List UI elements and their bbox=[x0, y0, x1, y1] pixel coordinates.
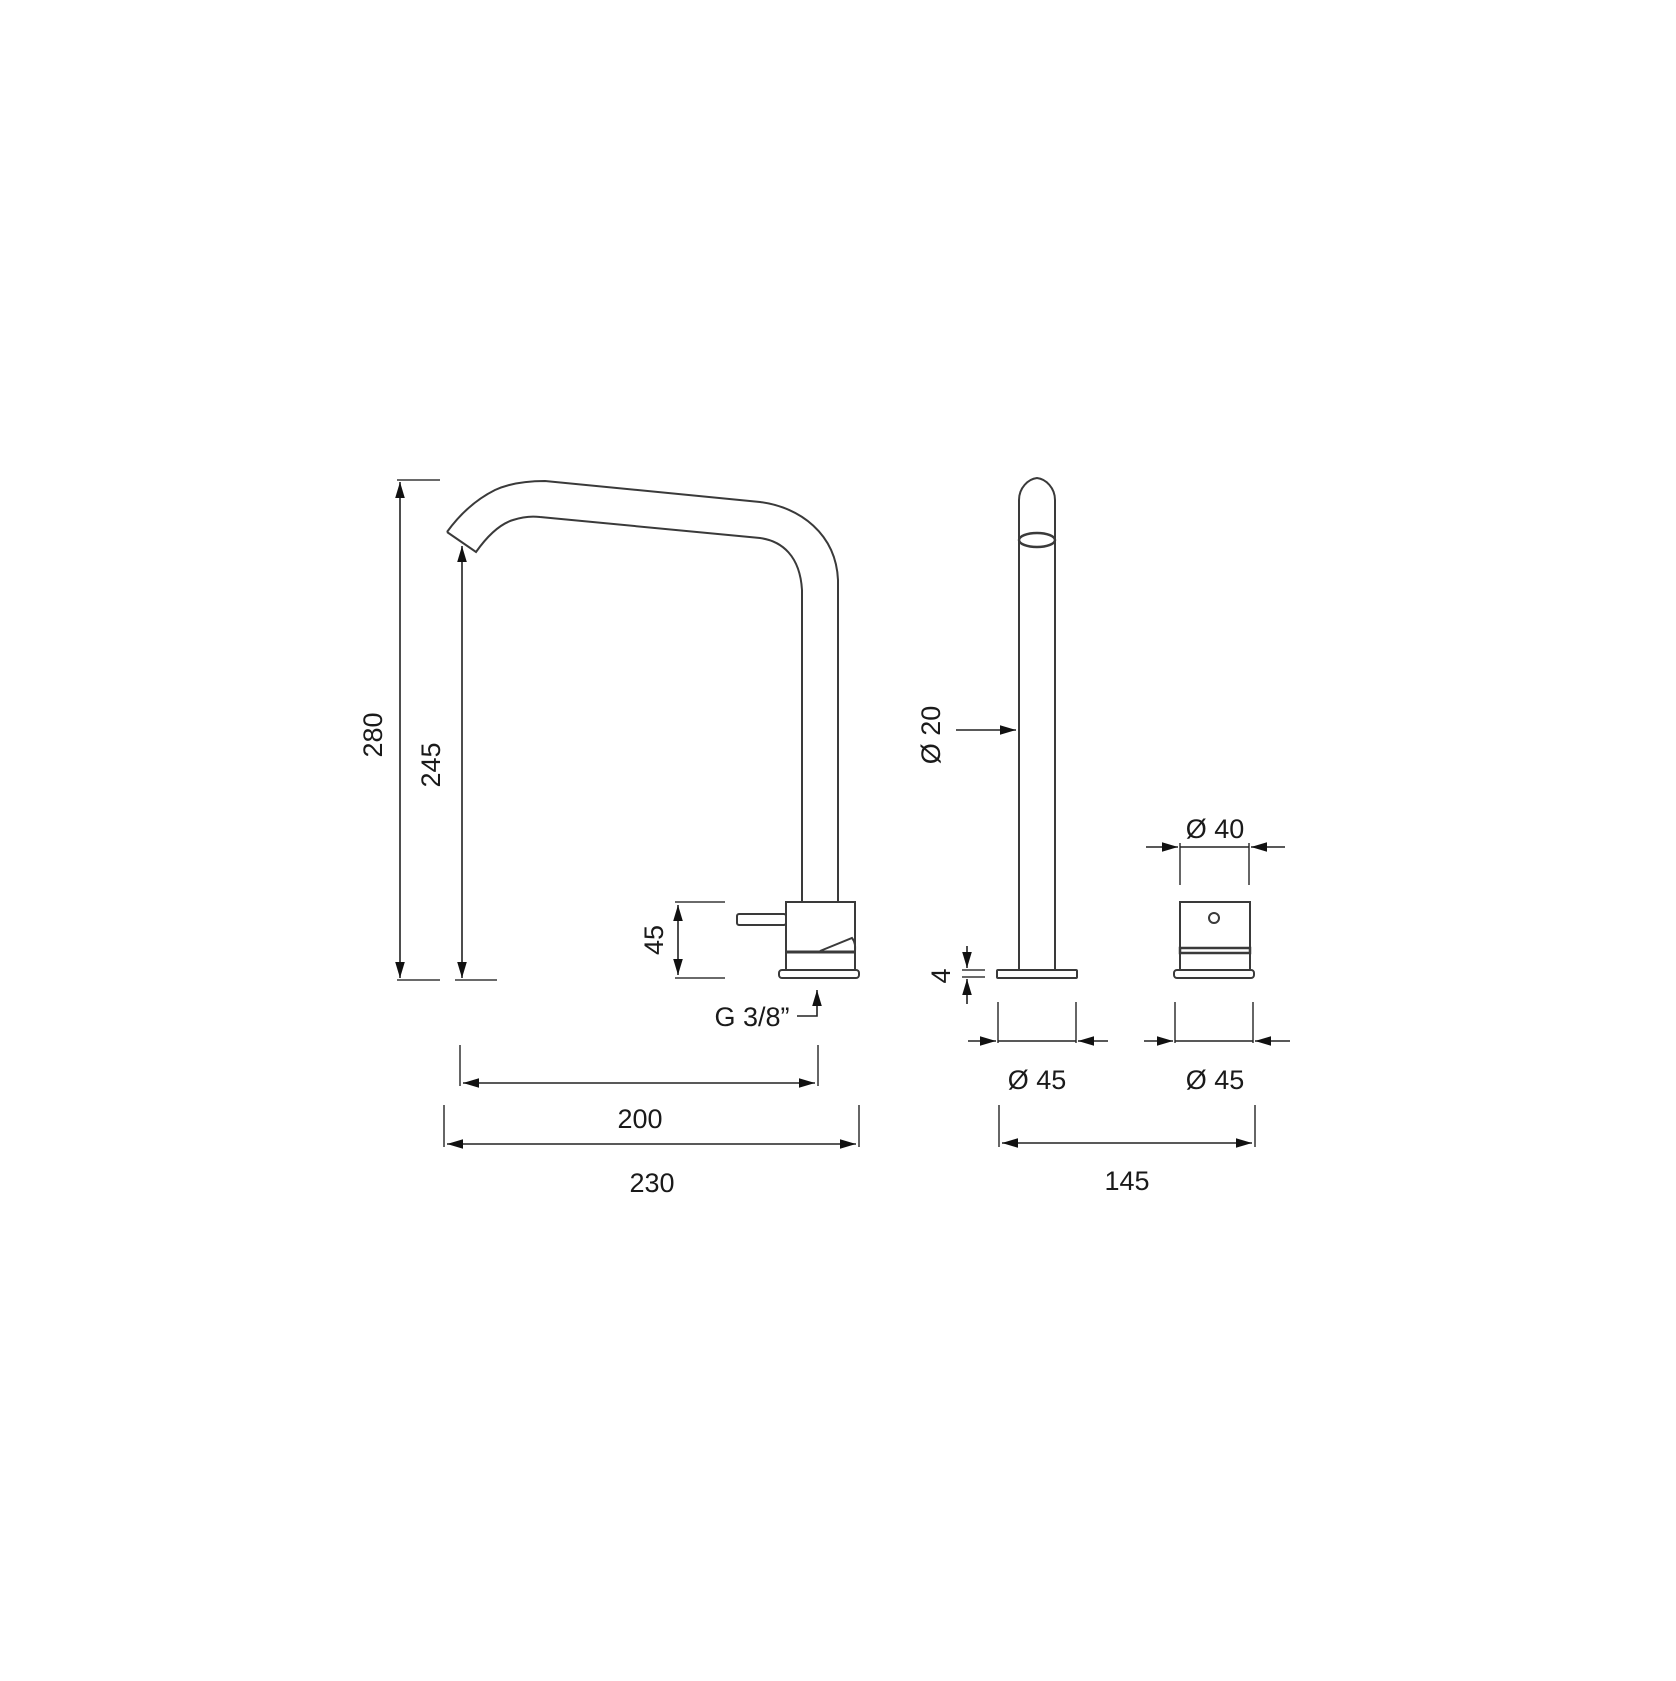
pipe-outlet-ellipse bbox=[1017, 531, 1057, 549]
knob-body bbox=[1179, 901, 1251, 949]
mixer-lever bbox=[736, 913, 787, 926]
dim-245-label: 245 bbox=[416, 742, 446, 787]
body-slant bbox=[819, 936, 857, 953]
body-lower-ring bbox=[785, 951, 856, 971]
knob-lower-ring bbox=[1179, 952, 1251, 971]
dim-230-label: 230 bbox=[629, 1168, 674, 1198]
connection-leader bbox=[797, 990, 822, 1017]
side-view-spout-mixer: 280 245 45 G 3/8” 200 230 bbox=[358, 479, 860, 1198]
pipe-outline bbox=[1018, 476, 1056, 970]
knob-base-plate bbox=[1173, 969, 1255, 979]
pipe-base-plate bbox=[996, 969, 1078, 979]
dim-200-label: 200 bbox=[617, 1104, 662, 1134]
dim-centre-distance: 145 bbox=[998, 1105, 1256, 1196]
knob-indicator-hole bbox=[1208, 912, 1220, 924]
dim-knob-base-label: Ø 45 bbox=[1186, 1065, 1245, 1095]
front-view-mixer-knob: Ø 40 Ø 45 bbox=[1144, 814, 1290, 1095]
body-base-plate bbox=[778, 969, 860, 979]
dim-145-label: 145 bbox=[1104, 1166, 1149, 1196]
dim-4-label: 4 bbox=[926, 968, 956, 983]
dim-pipe-diameter-label: Ø 20 bbox=[916, 706, 946, 765]
dim-spout-base-label: Ø 45 bbox=[1008, 1065, 1067, 1095]
spout-outline bbox=[446, 515, 803, 902]
connection-label: G 3/8” bbox=[714, 1002, 789, 1032]
spout-outer-outline bbox=[446, 479, 839, 902]
dim-45-label: 45 bbox=[639, 925, 669, 955]
mixer-body bbox=[785, 901, 856, 953]
dim-280-label: 280 bbox=[358, 712, 388, 757]
dim-knob-label: Ø 40 bbox=[1186, 814, 1245, 844]
front-view-spout-pipe: Ø 20 4 Ø 45 bbox=[916, 476, 1108, 1095]
